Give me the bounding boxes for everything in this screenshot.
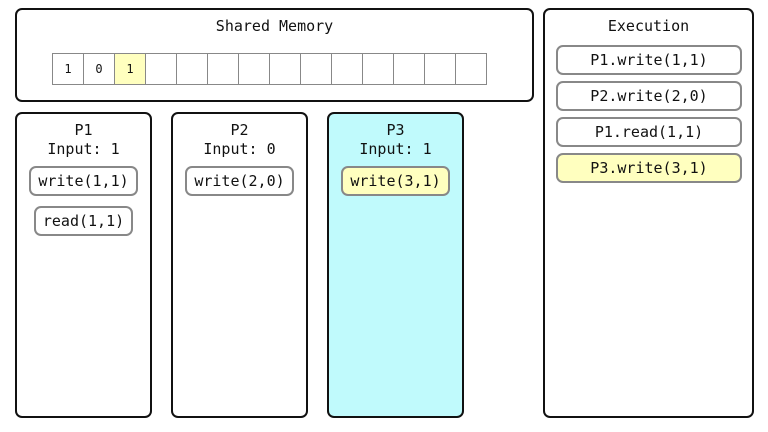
process-input: Input: 1 — [359, 140, 432, 158]
execution-list: P1.write(1,1) P2.write(2,0) P1.read(1,1)… — [556, 45, 742, 189]
memory-cell — [145, 53, 177, 85]
memory-cell — [424, 53, 456, 85]
process-name: P2 — [230, 121, 249, 139]
memory-cell-highlighted: 1 — [114, 53, 146, 85]
memory-cell — [331, 53, 363, 85]
operation-list: write(2,0) — [173, 166, 306, 206]
memory-cell — [300, 53, 332, 85]
shared-memory-panel: Shared Memory 1 0 1 — [15, 8, 534, 102]
memory-cells: 1 0 1 — [52, 53, 487, 85]
operation-write-highlighted[interactable]: write(3,1) — [341, 166, 450, 196]
process-input: Input: 0 — [203, 140, 276, 158]
operation-read[interactable]: read(1,1) — [33, 206, 134, 236]
process-panel-p1: P1 Input: 1 write(1,1) read(1,1) — [15, 112, 152, 418]
execution-step[interactable]: P2.write(2,0) — [556, 81, 742, 111]
execution-step[interactable]: P1.write(1,1) — [556, 45, 742, 75]
process-panel-p3: P3 Input: 1 write(3,1) — [327, 112, 464, 418]
memory-cell — [269, 53, 301, 85]
memory-cell: 1 — [52, 53, 84, 85]
memory-cell — [393, 53, 425, 85]
execution-step-highlighted[interactable]: P3.write(3,1) — [556, 153, 742, 183]
shared-memory-title: Shared Memory — [215, 17, 334, 35]
process-input: Input: 1 — [47, 140, 120, 158]
memory-cell: 0 — [83, 53, 115, 85]
process-name: P1 — [74, 121, 93, 139]
execution-step[interactable]: P1.read(1,1) — [556, 117, 742, 147]
operation-write[interactable]: write(1,1) — [29, 166, 138, 196]
execution-panel: Execution P1.write(1,1) P2.write(2,0) P1… — [543, 8, 754, 418]
operation-list: write(3,1) — [329, 166, 462, 206]
memory-cell — [238, 53, 270, 85]
operation-list: write(1,1) read(1,1) — [17, 166, 150, 246]
execution-title: Execution — [607, 17, 690, 35]
memory-cell — [207, 53, 239, 85]
memory-cell — [455, 53, 487, 85]
memory-cell — [176, 53, 208, 85]
memory-cell — [362, 53, 394, 85]
process-name: P3 — [386, 121, 405, 139]
process-panel-p2: P2 Input: 0 write(2,0) — [171, 112, 308, 418]
operation-write[interactable]: write(2,0) — [185, 166, 294, 196]
